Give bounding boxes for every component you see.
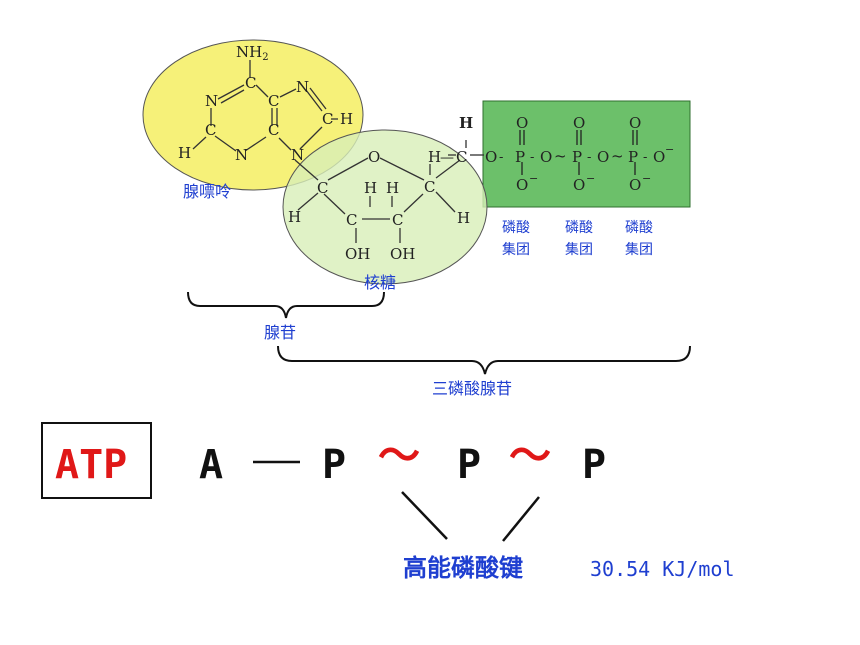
svg-text:O: O: [573, 114, 585, 132]
svg-text:O: O: [597, 148, 609, 166]
phosphate-region: [482, 100, 691, 208]
svg-text:C: C: [205, 121, 216, 139]
svg-text:集团: 集团: [502, 241, 530, 258]
svg-text:N: N: [235, 146, 248, 164]
svg-text:−: −: [529, 172, 538, 185]
high-energy-bond-label: 高能磷酸键: [403, 554, 523, 582]
svg-text:~: ~: [611, 147, 624, 165]
ribose-label: 核糖: [364, 273, 396, 292]
adenine-region: [142, 39, 364, 191]
phosphate-group-label-1: 磷酸 集团: [502, 220, 530, 258]
svg-text:N: N: [291, 146, 304, 164]
atp-box: [41, 422, 152, 499]
svg-text:N: N: [296, 78, 309, 96]
formula-p2: P: [457, 442, 481, 488]
svg-text:C: C: [424, 178, 435, 196]
formula-tilde-1: ～: [378, 431, 420, 480]
ribose-region: [282, 129, 488, 285]
phosphate-bonds: [519, 130, 638, 175]
amine-label: NH2: [236, 43, 269, 63]
svg-text:O: O: [573, 176, 585, 194]
svg-text:C: C: [268, 92, 279, 110]
svg-text:−: −: [665, 143, 674, 156]
svg-text:集团: 集团: [565, 241, 593, 258]
svg-text:—: —: [440, 150, 454, 166]
svg-text:H: H: [457, 209, 470, 227]
svg-text:H: H: [428, 148, 441, 166]
svg-text:磷酸: 磷酸: [502, 220, 530, 236]
adenosine-label: 腺苷: [264, 323, 296, 342]
svg-text:C: C: [456, 148, 467, 166]
svg-text:~: ~: [554, 147, 567, 165]
svg-text:C: C: [317, 179, 328, 197]
adenine-label: 腺嘌呤: [183, 182, 231, 201]
formula-a: A: [199, 442, 223, 488]
svg-text:O: O: [516, 114, 528, 132]
svg-text:H: H: [364, 179, 377, 197]
ribose-bonds: [294, 140, 484, 243]
phosphate-group-label-3: 磷酸 集团: [625, 220, 653, 258]
svg-text:磷酸: 磷酸: [625, 220, 653, 236]
svg-text:N: N: [205, 92, 218, 110]
atp-brace: [277, 345, 691, 375]
phosphate-group-label-2: 磷酸 集团: [565, 220, 593, 258]
pointer-line-right: [502, 496, 540, 542]
svg-text:−: −: [642, 172, 651, 185]
svg-text:集团: 集团: [625, 241, 653, 258]
svg-text:P: P: [572, 148, 582, 166]
svg-text:P: P: [515, 148, 525, 166]
svg-text:O: O: [629, 114, 641, 132]
svg-text:C: C: [268, 121, 279, 139]
svg-text:C: C: [322, 110, 333, 128]
svg-text:C: C: [392, 211, 403, 229]
adenine-bonds: [192, 60, 338, 152]
formula-tilde-2: ～: [509, 431, 551, 480]
svg-text:-: -: [499, 150, 503, 165]
svg-text:H: H: [459, 114, 473, 132]
svg-text:O: O: [629, 176, 641, 194]
formula-p1: P: [322, 442, 346, 488]
adenosine-brace: [187, 291, 385, 319]
svg-text:O: O: [485, 148, 497, 166]
atp-box-label: ATP: [55, 442, 127, 488]
ribose-atoms: O C C H — C H C C H H H H OH OH: [288, 114, 473, 263]
svg-text:−: −: [586, 172, 595, 185]
svg-text:-: -: [530, 150, 534, 165]
adenine-atoms: C N C C C N N C H N H: [178, 74, 353, 164]
svg-text:C: C: [245, 74, 256, 92]
svg-text:-: -: [587, 150, 591, 165]
svg-text:O: O: [516, 176, 528, 194]
svg-text:H: H: [386, 179, 399, 197]
svg-text:OH: OH: [390, 245, 415, 263]
svg-text:H: H: [288, 208, 301, 226]
svg-text:磷酸: 磷酸: [565, 220, 593, 236]
energy-value-label: 30.54 KJ/mol: [590, 557, 735, 581]
formula-p3: P: [582, 442, 606, 488]
svg-text:H: H: [178, 144, 191, 162]
svg-text:O: O: [653, 148, 665, 166]
svg-text:H: H: [340, 110, 353, 128]
svg-text:P: P: [628, 148, 638, 166]
svg-text:OH: OH: [345, 245, 370, 263]
atp-full-label: 三磷酸腺苷: [432, 379, 512, 398]
pointer-line-left: [401, 491, 448, 540]
phosphate-atoms: O - O P - O ~ O − O P - O ~ O − O P - O …: [485, 114, 674, 194]
svg-text:O: O: [368, 148, 380, 166]
svg-text:-: -: [643, 150, 647, 165]
svg-text:O: O: [540, 148, 552, 166]
svg-text:C: C: [346, 211, 357, 229]
